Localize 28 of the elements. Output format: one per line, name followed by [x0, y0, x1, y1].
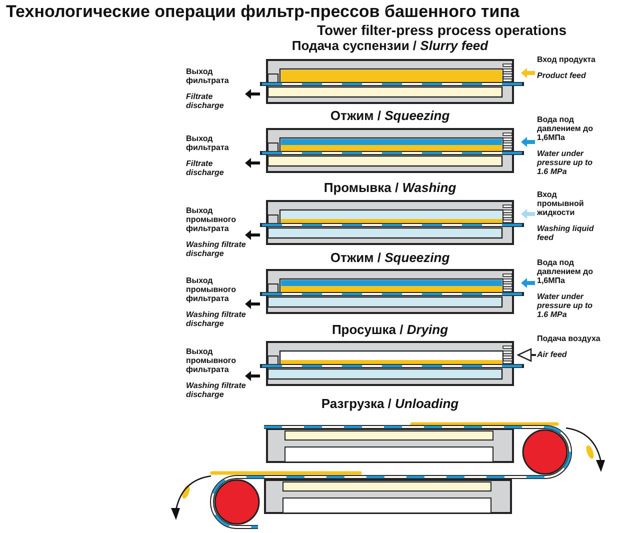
inlet-label: Water under pressure up to 1.6 MPa — [537, 292, 594, 319]
outlet-label: Filtrate discharge — [186, 159, 225, 177]
inlet-label: Вода под давлением до 1,6МПа — [537, 115, 594, 142]
title: Технологические операции фильтр-прессов башенного типа — [6, 2, 520, 22]
outlet-label: Washing filtrate discharge — [186, 240, 247, 258]
outlet-label: Выход фильтрата — [186, 67, 230, 85]
subtitle: Tower filter-press process operations — [317, 22, 566, 39]
section-heading: Подача суспензии / Slurry feed — [292, 38, 488, 54]
inlet-label: Вход промывной жидкости — [537, 190, 585, 217]
section-heading: Просушка / Drying — [332, 322, 448, 338]
inlet-label: Product feed — [537, 71, 587, 80]
section-heading: Отжим / Squeezing — [330, 108, 450, 124]
section-heading: Разгрузка / Unloading — [321, 396, 459, 412]
outlet-label: Washing filtrate discharge — [186, 310, 247, 328]
inlet-label: Washing liquid feed — [537, 224, 595, 242]
inlet-label: Вода под давлением до 1,6МПа — [537, 258, 594, 285]
inlet-label: Air feed — [537, 350, 568, 359]
inlet-label: Вход продукта — [537, 55, 596, 64]
inlet-label: Water under pressure up to 1.6 MPa — [537, 149, 594, 176]
inlet-label: Подача воздуха — [537, 334, 602, 343]
section-heading: Отжим / Squeezing — [330, 250, 450, 266]
section-heading: Промывка / Washing — [324, 180, 456, 196]
outlet-label: Выход промывного фильтрата — [186, 347, 237, 374]
outlet-label: Выход промывного фильтрата — [186, 206, 237, 233]
outlet-label: Выход промывного фильтрата — [186, 276, 237, 303]
outlet-label: Выход фильтрата — [186, 134, 230, 152]
outlet-label: Washing filtrate discharge — [186, 381, 247, 399]
outlet-label: Filtrate discharge — [186, 92, 225, 110]
